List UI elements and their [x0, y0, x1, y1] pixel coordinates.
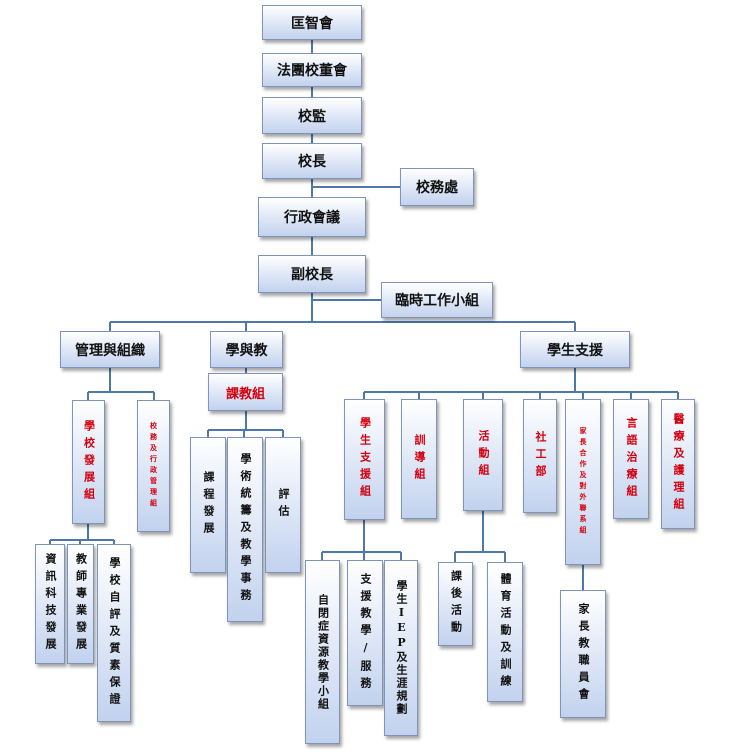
node-teacher-professional-development: 教師專業發展	[67, 544, 94, 664]
node-student-iep-career-planning: 學生IEP及生涯規劃	[384, 560, 418, 736]
node-support-teaching-services: 支援教學/服務	[347, 560, 383, 706]
node-it-development: 資訊科技發展	[35, 544, 65, 664]
node-speech-therapy-group: 言語治療組	[613, 399, 649, 519]
node-learning-and-teaching: 學與教	[210, 331, 283, 368]
node-student-support: 學生支援	[520, 331, 630, 368]
node-general-office: 校務處	[400, 168, 474, 206]
node-supervisor: 校監	[262, 97, 362, 134]
node-temporary-working-group: 臨時工作小組	[381, 282, 493, 318]
node-vice-principal: 副校長	[258, 255, 366, 293]
node-curriculum-group: 課教組	[208, 373, 283, 411]
node-incorporated-management-committee: 法團校董會	[262, 53, 362, 87]
node-school-self-evaluation: 學校自評及質素保證	[97, 544, 131, 722]
node-sports-activities-training: 體育活動及訓練	[487, 562, 523, 702]
node-parent-external-liaison-group: 家長合作及對外聯系組	[565, 399, 601, 565]
node-parent-teacher-association: 家長教職員會	[560, 590, 606, 718]
node-kwong-chi-association: 匡智會	[262, 5, 362, 40]
node-academic-coordination: 學術統籌及教學事務	[227, 437, 263, 622]
node-activity-group: 活動組	[463, 399, 503, 511]
node-discipline-group: 訓導組	[401, 399, 437, 519]
node-administrative-meeting: 行政會議	[258, 197, 366, 237]
node-assessment: 評估	[265, 437, 301, 573]
node-school-admin-management-group: 校務及行政管理組	[137, 400, 170, 532]
node-student-support-group: 學生支援組	[344, 399, 385, 520]
node-school-development-group: 學校發展組	[72, 400, 105, 524]
node-medical-nursing-group: 醫療及護理組	[661, 399, 695, 529]
node-autism-resource-teaching-group: 自閉症資源教學小組	[305, 560, 340, 744]
node-social-work-unit: 社工部	[523, 399, 557, 513]
node-after-school-activities: 課後活動	[438, 562, 473, 646]
node-principal: 校長	[262, 143, 362, 179]
node-management-and-organization: 管理與組織	[60, 331, 160, 368]
node-curriculum-development: 課程發展	[190, 437, 226, 573]
